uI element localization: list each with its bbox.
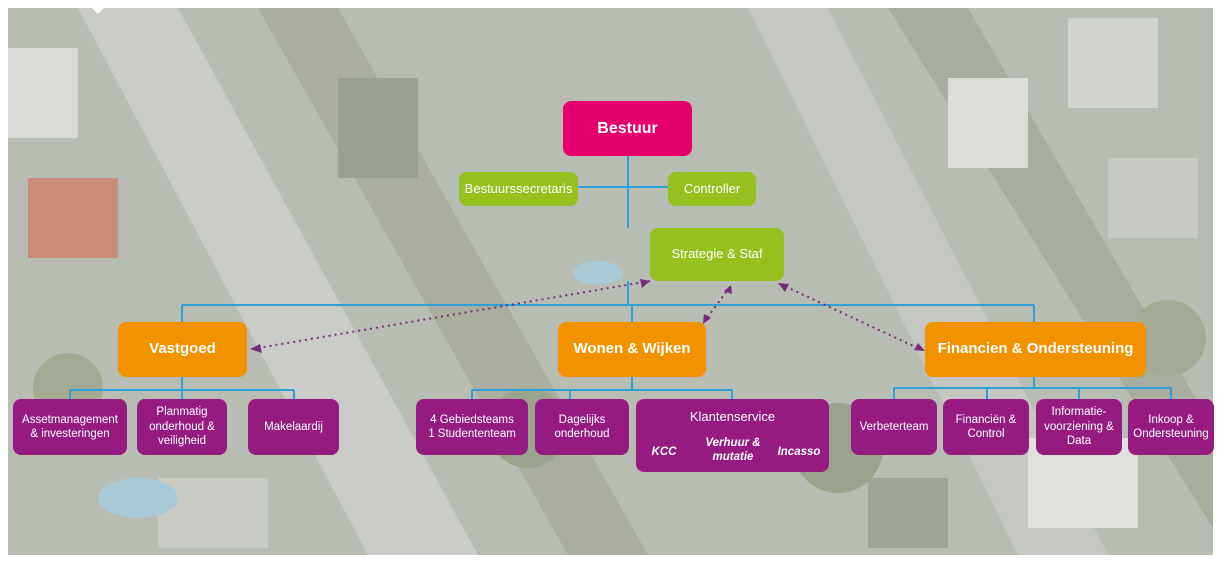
verbeterteam-box: Verbeterteam (851, 399, 937, 455)
inkoop-ondersteuning-box: Inkoop & Ondersteuning (1128, 399, 1214, 455)
wonen-wijken-box: Wonen & Wijken (558, 322, 706, 377)
assetmanagement-box: Assetmanagement & investeringen (13, 399, 127, 455)
dagelijks-onderhoud-box: Dagelijks onderhoud (535, 399, 629, 455)
bestuurssecretaris-box: Bestuurssecretaris (459, 172, 578, 206)
wonen-wijken-label: Wonen & Wijken (573, 340, 691, 358)
dagelijks-onderhoud-label: Dagelijks onderhoud (554, 413, 610, 440)
gebiedsteams-box: 4 Gebiedsteams 1 Studententeam (416, 399, 528, 455)
strategie-staf-label: Strategie & Staf (671, 246, 763, 262)
informatievoorziening-box: Informatie- voorziening & Data (1036, 399, 1122, 455)
gebiedsteams-label: 4 Gebiedsteams 1 Studententeam (428, 413, 516, 440)
financien-control-label: Financiën & Control (955, 413, 1017, 440)
vastgoed-box: Vastgoed (118, 322, 247, 377)
assetmanagement-label: Assetmanagement & investeringen (22, 413, 118, 440)
financien-control-box: Financiën & Control (943, 399, 1029, 455)
top-notch (84, 0, 112, 14)
incasso-label: Incasso (777, 446, 821, 458)
bestuurssecretaris-label: Bestuurssecretaris (464, 180, 573, 196)
planmatig-onderhoud-box: Planmatig onderhoud & veiligheid (137, 399, 227, 455)
inkoop-ondersteuning-label: Inkoop & Ondersteuning (1133, 413, 1209, 440)
strategie-staf-box: Strategie & Staf (650, 228, 784, 281)
makelaardij-label: Makelaardij (264, 420, 323, 433)
planmatig-onderhoud-label: Planmatig onderhoud & veiligheid (149, 406, 215, 448)
bestuur-label: Bestuur (597, 119, 658, 137)
klantenservice-box: Klantenservice (636, 399, 829, 472)
kcc-label: KCC (651, 446, 677, 458)
controller-box: Controller (668, 172, 756, 206)
verhuur-mutatie-label: Verhuur & mutatie (705, 437, 761, 463)
klantenservice-label: Klantenservice (689, 409, 776, 424)
vastgoed-label: Vastgoed (149, 340, 216, 358)
bestuur-box: Bestuur (563, 101, 692, 156)
informatievoorziening-label: Informatie- voorziening & Data (1044, 406, 1114, 448)
verbeterteam-label: Verbeterteam (859, 420, 929, 433)
financien-ondersteuning-box: Financien & Ondersteuning (925, 322, 1146, 377)
makelaardij-box: Makelaardij (248, 399, 339, 455)
aerial-background-image (8, 8, 1213, 555)
financien-ondersteuning-label: Financien & Ondersteuning (937, 340, 1134, 358)
controller-label: Controller (683, 180, 741, 196)
